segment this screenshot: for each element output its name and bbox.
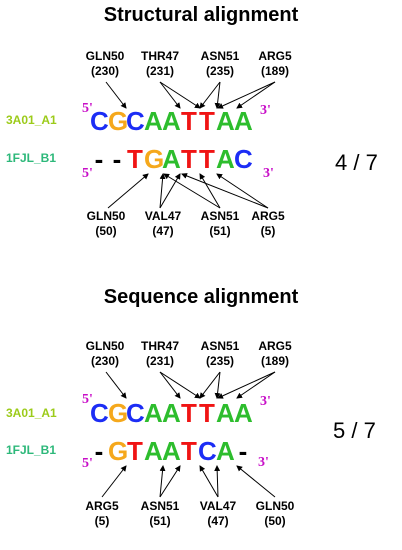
alignment-score: 4 / 7 [335,150,378,175]
arrow [159,465,181,498]
arrow [199,81,221,109]
arrow [199,173,221,209]
arrow [159,173,166,209]
arrow [159,371,181,399]
arrow [105,81,127,109]
arrow [216,173,269,209]
arrow [101,465,127,498]
nucleotide: G [108,398,129,428]
sequence-chain-a: CGCAATTAA [90,106,253,137]
nucleotide: - [238,436,248,466]
nucleotide: A [162,398,181,428]
top-residue-label: GLN50(230) [85,49,125,78]
nucleotide: A [216,106,235,136]
top-residue-label: ASN51(235) [200,339,240,368]
nucleotide: C [90,398,109,428]
bottom-residue-label: ARG5(5) [85,499,119,528]
arrow [159,173,181,209]
nucleotide: - [94,436,104,466]
nucleotide: C [126,106,145,136]
nucleotide: T [181,436,197,466]
nucleotide: T [127,436,143,466]
top-residue-label: THR47(231) [140,339,179,368]
nucleotide: A [162,144,181,174]
bottom-residue-label: ASN51(51) [140,499,180,528]
arrow [105,371,127,399]
nucleotide: C [234,144,253,174]
arrow [159,81,201,109]
arrow [159,465,166,498]
nucleotide: - [112,144,122,174]
nucleotide: A [144,436,163,466]
bottom-residue-label: VAL47(47) [199,499,237,528]
nucleotide: A [216,398,235,428]
arrow [181,173,269,209]
arrow [217,81,276,109]
structural-alignment-title: Structural alignment [103,4,299,26]
nucleotide: T [199,106,215,136]
arrow [199,371,221,399]
three-prime-label: 3' [260,103,271,118]
nucleotide: T [199,398,215,428]
three-prime-label: 3' [263,166,274,181]
nucleotide: - [94,144,104,174]
chain-b-name: 1FJL_B1 [6,151,57,165]
bottom-residue-label: VAL47(47) [144,209,182,238]
sequence-alignment-title: Sequence alignment [103,286,299,308]
chain-a-name: 3A01_A1 [6,406,57,420]
arrow [214,465,221,498]
arrow [159,81,181,109]
nucleotide: T [127,144,143,174]
top-residue-label: THR47(231) [140,49,179,78]
nucleotide: C [90,106,109,136]
five-prime-label: 5' [82,101,93,116]
sequence-chain-a: CGCAATTAA [90,398,253,429]
nucleotide: A [144,106,163,136]
alignment-score: 5 / 7 [333,418,376,443]
nucleotide: G [108,106,129,136]
chain-a-name: 3A01_A1 [6,113,57,127]
top-residue-label: ARG5(189) [258,339,292,368]
nucleotide: A [234,106,253,136]
nucleotide: A [216,436,235,466]
sequence-chain-b: -GTAATCA- [90,436,252,467]
bottom-residue-label: GLN50(50) [86,209,126,238]
chain-b-name: 1FJL_B1 [6,443,57,457]
five-prime-label: 5' [82,392,93,407]
nucleotide: C [126,398,145,428]
nucleotide: T [181,398,197,428]
nucleotide: A [144,398,163,428]
arrow [107,173,149,209]
nucleotide: C [198,436,217,466]
nucleotide: G [108,436,129,466]
nucleotide: G [144,144,165,174]
arrow [199,465,219,498]
top-residue-label: ARG5(189) [258,49,292,78]
nucleotide: T [199,144,215,174]
top-residue-label: GLN50(230) [85,339,125,368]
nucleotide: A [162,436,181,466]
arrow [236,465,276,498]
nucleotide: A [216,144,235,174]
five-prime-label: 5' [82,166,93,181]
bottom-residue-label: ASN51(51) [200,209,240,238]
five-prime-label: 5' [82,456,93,471]
arrow [163,173,221,209]
nucleotide: A [162,106,181,136]
nucleotide: T [181,144,197,174]
three-prime-label: 3' [260,394,271,409]
bottom-residue-label: GLN50(50) [255,499,295,528]
nucleotide: T [181,106,197,136]
arrow [236,371,276,399]
arrow [236,81,276,109]
sequence-chain-b: --TGATTAC [90,144,253,175]
bottom-residue-label: ARG5(5) [251,209,285,238]
three-prime-label: 3' [258,455,269,470]
nucleotide: A [234,398,253,428]
top-residue-label: ASN51(235) [200,49,240,78]
arrow [159,371,201,399]
arrow [217,371,276,399]
